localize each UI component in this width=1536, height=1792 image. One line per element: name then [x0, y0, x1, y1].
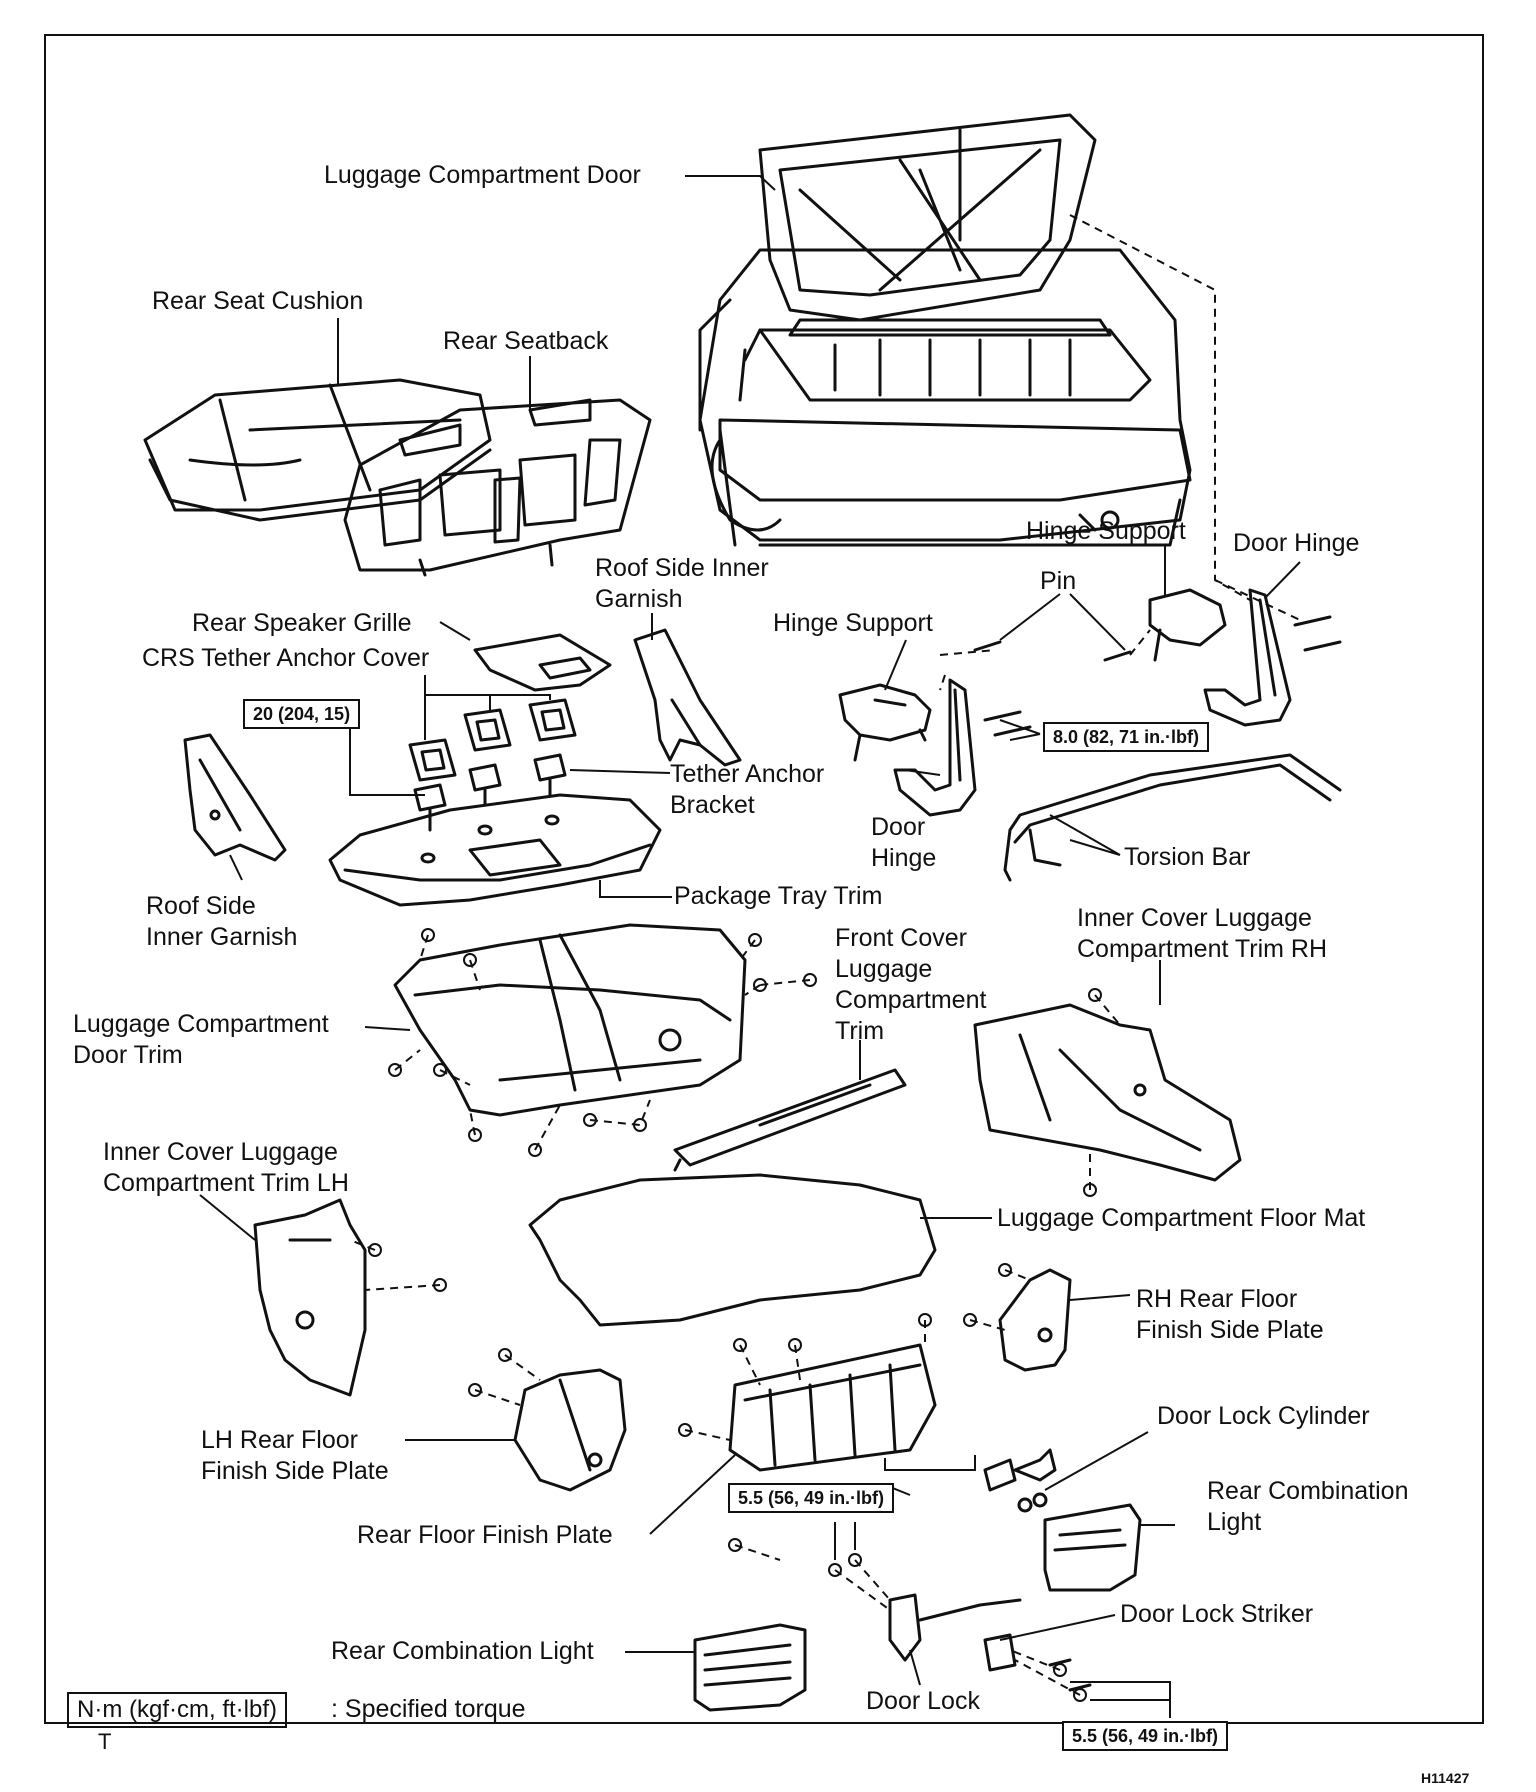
torque-striker: 5.5 (56, 49 in.·lbf)	[1062, 1721, 1229, 1751]
pin-right-illustration	[1103, 650, 1132, 662]
tether-anchor-bracket-illustration	[413, 753, 567, 832]
label-package-tray-trim: Package Tray Trim	[674, 882, 883, 910]
hinge-support-right-illustration	[1148, 588, 1227, 662]
roof-side-inner-garnish-left-illustration	[183, 733, 287, 862]
hinge-support-left-illustration	[838, 683, 932, 762]
roof-side-inner-garnish-top-illustration	[633, 628, 742, 767]
rear-seatback-illustration	[343, 398, 652, 577]
label-inner-cover-lh: Inner Cover Luggage Compartment Trim LH	[103, 1138, 349, 1197]
rear-speaker-grille-illustration	[473, 633, 612, 692]
label-lh-rear-floor-finish-side-plate: LH Rear Floor Finish Side Plate	[201, 1426, 389, 1485]
legend-torque-box: N·m (kgf·cm, ft·lbf)	[67, 1692, 287, 1728]
label-door-lock-striker: Door Lock Striker	[1120, 1600, 1314, 1628]
rh-side-plate-illustration	[998, 1268, 1072, 1372]
front-cover-trim-illustration	[673, 1068, 907, 1172]
label-door-lock-cylinder: Door Lock Cylinder	[1157, 1402, 1370, 1430]
figure-id: H11427	[1421, 1770, 1470, 1786]
lh-side-plate-illustration	[513, 1368, 627, 1492]
label-door-hinge-left: Door Hinge	[871, 813, 937, 872]
pin-left-illustration	[973, 640, 1002, 652]
door-hinge-left-illustration	[893, 678, 977, 817]
luggage-compartment-door-trim-illustration	[393, 923, 747, 1117]
label-torsion-bar: Torsion Bar	[1124, 843, 1251, 871]
legend-mark: T	[98, 1729, 112, 1754]
car-rear-illustration	[698, 113, 1192, 547]
label-rear-seat-cushion: Rear Seat Cushion	[152, 287, 364, 315]
torque-hinge: 8.0 (82, 71 in.·lbf)	[1043, 722, 1210, 752]
rear-seat-cushion-illustration	[143, 378, 492, 522]
inner-cover-rh-illustration	[973, 1003, 1242, 1182]
label-rear-seatback: Rear Seatback	[443, 327, 609, 355]
label-door-lock: Door Lock	[866, 1687, 980, 1715]
label-rear-speaker-grille: Rear Speaker Grille	[192, 609, 412, 637]
door-lock-illustration	[888, 1593, 1022, 1662]
label-rear-combination-light-right: Rear Combination Light	[1207, 1477, 1409, 1536]
label-hinge-support-right: Hinge Support	[1026, 517, 1186, 545]
label-tether-anchor-bracket: Tether Anchor Bracket	[670, 760, 825, 819]
label-roof-side-inner-garnish-left: Roof Side Inner Garnish	[146, 892, 298, 951]
torque-lock: 5.5 (56, 49 in.·lbf)	[728, 1483, 895, 1513]
torque-package-tray: 20 (204, 15)	[243, 699, 361, 729]
label-hinge-support-left: Hinge Support	[773, 609, 933, 637]
torsion-bar-illustration	[1003, 753, 1342, 882]
door-lock-striker-illustration	[983, 1633, 1092, 1692]
rear-floor-finish-plate-illustration	[728, 1343, 937, 1472]
label-luggage-compartment-door-trim: Luggage Compartment Door Trim	[73, 1010, 329, 1069]
label-luggage-compartment-floor-mat: Luggage Compartment Floor Mat	[997, 1204, 1366, 1232]
label-inner-cover-rh: Inner Cover Luggage Compartment Trim RH	[1077, 904, 1328, 963]
label-roof-side-inner-garnish-top: Roof Side Inner Garnish	[595, 554, 769, 613]
label-door-hinge-right: Door Hinge	[1233, 529, 1360, 557]
label-crs-tether-anchor-cover: CRS Tether Anchor Cover	[142, 644, 430, 672]
legend-text: : Specified torque	[331, 1695, 526, 1723]
label-rh-rear-floor-finish-side-plate: RH Rear Floor Finish Side Plate	[1136, 1285, 1324, 1344]
label-pin: Pin	[1040, 567, 1077, 595]
door-hinge-right-illustration	[1203, 588, 1292, 727]
label-rear-floor-finish-plate: Rear Floor Finish Plate	[357, 1521, 613, 1549]
diagram-frame	[44, 34, 1484, 1724]
inner-cover-lh-illustration	[253, 1198, 367, 1397]
crs-tether-anchor-cover-illustration	[408, 698, 577, 782]
label-luggage-compartment-door: Luggage Compartment Door	[324, 161, 641, 189]
door-lock-cylinder-illustration	[983, 1448, 1057, 1513]
package-tray-trim-illustration	[328, 793, 662, 907]
label-front-cover-trim: Front Cover Luggage Compartment Trim	[835, 924, 987, 1045]
rear-combination-light-left-illustration	[693, 1623, 807, 1712]
luggage-compartment-floor-mat-illustration	[528, 1173, 937, 1327]
rear-combination-light-right-illustration	[1043, 1503, 1142, 1592]
label-rear-combination-light-left: Rear Combination Light	[331, 1637, 594, 1665]
